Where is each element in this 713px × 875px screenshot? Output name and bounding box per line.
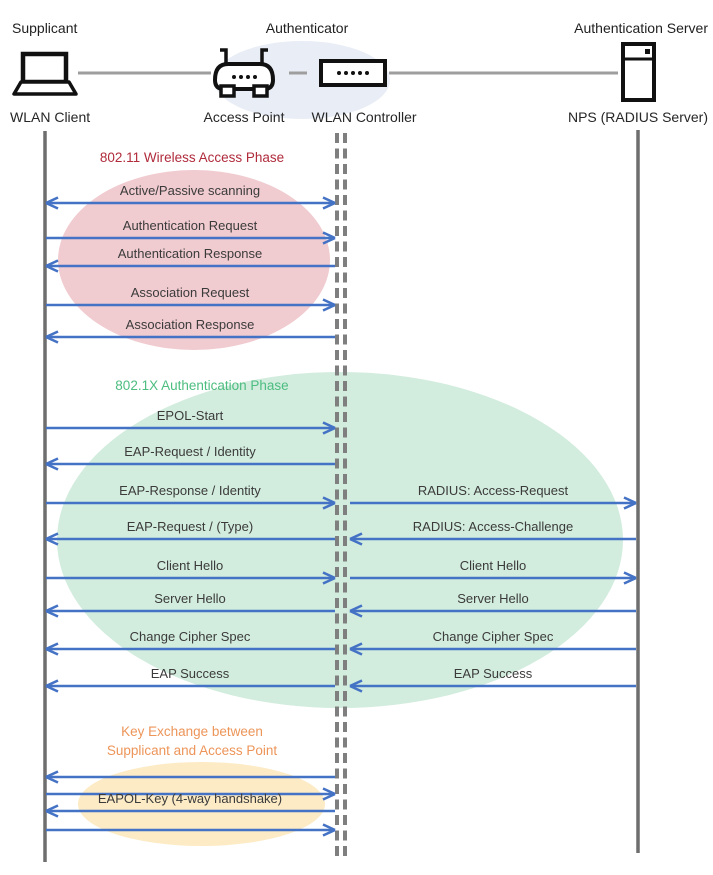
message-arrow — [45, 804, 335, 818]
message-arrow — [46, 231, 336, 245]
device-label-wlan-controller: WLAN Controller — [311, 109, 417, 125]
phase-ellipse-wireless — [58, 170, 330, 350]
message-arrow — [350, 496, 637, 510]
laptop-icon — [12, 51, 78, 96]
message-arrow — [45, 532, 335, 546]
message-label: Change Cipher Spec — [129, 629, 251, 644]
message-arrow — [46, 823, 336, 837]
message-label: EAP-Response / Identity — [119, 483, 261, 498]
message-label: RADIUS: Access-Request — [417, 483, 569, 498]
message-label: Authentication Request — [122, 218, 258, 233]
phase-title-key-exchange-line1: Key Exchange between — [121, 724, 263, 739]
message-arrow — [349, 679, 636, 693]
message-label: EAP-Request / (Type) — [126, 519, 254, 534]
message-label: Association Request — [130, 285, 250, 300]
phase-title-key-exchange: Key Exchange between Supplicant and Acce… — [62, 722, 322, 760]
message-label: Change Cipher Spec — [432, 629, 554, 644]
phase-title-dot1x: 802.1X Authentication Phase — [115, 378, 289, 393]
message-arrow — [45, 642, 335, 656]
wlan-controller-icon — [319, 59, 387, 87]
message-arrow — [45, 330, 335, 344]
message-label: Client Hello — [156, 558, 224, 573]
message-arrow — [45, 679, 335, 693]
role-supplicant: Supplicant — [12, 20, 78, 36]
message-label: Association Response — [125, 317, 255, 332]
role-authenticator: Authenticator — [265, 20, 349, 36]
message-arrow — [349, 604, 636, 618]
access-point-icon — [212, 48, 276, 98]
message-label: Server Hello — [154, 591, 226, 606]
message-label: EAP Success — [150, 666, 230, 681]
message-label: Authentication Response — [117, 246, 263, 261]
phase-title-key-exchange-line2: Supplicant and Access Point — [106, 743, 278, 758]
message-label: Server Hello — [457, 591, 529, 606]
message-arrow — [46, 496, 336, 510]
message-arrow — [46, 298, 336, 312]
message-arrow — [349, 532, 636, 546]
message-label: EAP-Request / Identity — [124, 444, 256, 459]
message-arrow — [45, 770, 335, 784]
device-label-access-point: Access Point — [203, 109, 285, 125]
message-label: EPOL-Start — [156, 408, 224, 423]
message-arrow — [45, 457, 335, 471]
phase-title-wireless: 802.11 Wireless Access Phase — [99, 150, 285, 165]
message-arrow — [46, 571, 336, 585]
server-icon — [621, 42, 656, 102]
role-authentication-server: Authentication Server — [574, 20, 708, 36]
message-label: RADIUS: Access-Challenge — [412, 519, 574, 534]
device-label-wlan-client: WLAN Client — [10, 109, 91, 125]
message-arrow — [46, 421, 336, 435]
message-arrow — [45, 259, 335, 273]
device-label-nps-radius-server: NPS (RADIUS Server) — [567, 109, 708, 125]
message-label: Active/Passive scanning — [119, 183, 261, 198]
message-label: Client Hello — [459, 558, 527, 573]
message-label: EAPOL-Key (4-way handshake) — [97, 791, 283, 806]
message-label: EAP Success — [453, 666, 533, 681]
message-arrow — [349, 642, 636, 656]
message-arrow — [350, 571, 637, 585]
message-arrow — [45, 604, 335, 618]
message-arrow — [46, 787, 336, 801]
message-arrow — [45, 196, 336, 210]
